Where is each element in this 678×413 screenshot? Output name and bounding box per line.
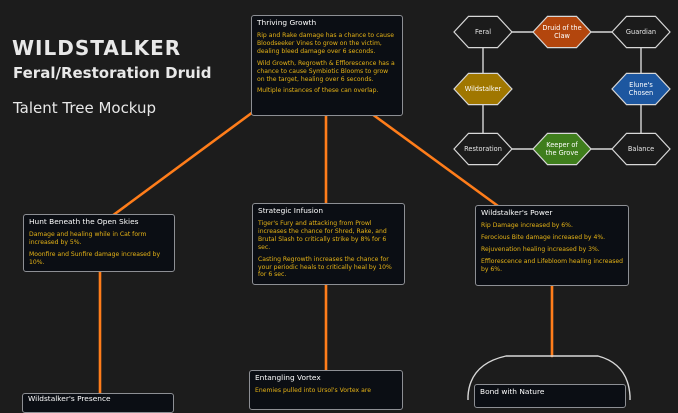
- bond-node-arc: [467, 355, 631, 400]
- hero-spec-node-label: Keeper of: [546, 141, 578, 149]
- talent-card-entangling-vortex[interactable]: Entangling Vortex Enemies pulled into Ur…: [249, 370, 403, 410]
- hero-spec-node-label: Guardian: [626, 28, 656, 36]
- talent-title: Bond with Nature: [480, 387, 545, 396]
- hero-spec-node-wildstalker[interactable]: Wildstalker: [453, 72, 513, 106]
- hero-spec-node-label: Claw: [554, 32, 570, 40]
- hero-spec-node-label: Balance: [628, 145, 654, 153]
- talent-description-line: Efflorescence and Lifebloom healing incr…: [481, 257, 623, 273]
- talent-connectors: [98, 110, 631, 400]
- talent-description-line: Enemies pulled into Ursol's Vortex are: [255, 387, 371, 394]
- hero-spec-node-label: Elune's: [629, 81, 653, 89]
- talent-description-line: Casting Regrowth increases the chance fo…: [258, 255, 392, 279]
- hex-shape: [453, 72, 513, 106]
- talent-card-wildstalkers-power[interactable]: Wildstalker's Power Rip Damage increased…: [475, 205, 629, 286]
- talent-description-line: Ferocious Bite damage increased by 4%.: [481, 233, 606, 241]
- hex-shape: [611, 15, 671, 49]
- hero-spec-node-label: Druid of the: [542, 24, 581, 32]
- mockup-label: Talent Tree Mockup: [13, 99, 157, 117]
- hero-spec-node-label: Feral: [475, 28, 491, 36]
- talent-title: Strategic Infusion: [258, 206, 324, 215]
- connector-thriving-to-hunt: [110, 110, 255, 218]
- hero-spec-node-feral[interactable]: Feral: [453, 15, 513, 49]
- hero-spec-node-balance[interactable]: Balance: [611, 132, 671, 166]
- talent-description-line: Rejuvenation healing increased by 3%.: [481, 245, 600, 253]
- talent-card-thriving-growth[interactable]: Thriving Growth Rip and Rake damage has …: [251, 15, 403, 116]
- hero-spec-node-label: the Grove: [546, 149, 579, 157]
- talent-description-line: Multiple instances of these can overlap.: [257, 87, 379, 95]
- talent-title: Thriving Growth: [257, 18, 317, 27]
- hex-shape: [611, 132, 671, 166]
- talent-description-line: Moonfire and Sunfire damage increased by…: [29, 250, 161, 266]
- talent-title: Wildstalker's Power: [481, 208, 553, 217]
- talent-title: Wildstalker's Presence: [28, 394, 111, 403]
- talent-card-bond-with-nature[interactable]: Bond with Nature: [474, 384, 626, 408]
- hex-shape: [532, 15, 592, 49]
- hero-spec-node-guardian[interactable]: Guardian: [611, 15, 671, 49]
- page-title: WILDSTALKER: [12, 36, 182, 60]
- talent-description-line: Tiger's Fury and attacking from Prowl in…: [258, 220, 387, 251]
- connector-thriving-to-wildstalkers-power: [370, 112, 500, 208]
- hero-spec-node-label: Restoration: [464, 145, 502, 153]
- hex-shape: [453, 132, 513, 166]
- talent-title: Hunt Beneath the Open Skies: [29, 217, 139, 226]
- hero-spec-node-label: Wildstalker: [465, 85, 502, 93]
- talent-card-hunt-beneath-open-skies[interactable]: Hunt Beneath the Open Skies Damage and h…: [23, 214, 175, 272]
- talent-description-line: Damage and healing while in Cat form inc…: [29, 231, 147, 246]
- talent-card-strategic-infusion[interactable]: Strategic Infusion Tiger's Fury and atta…: [252, 203, 405, 285]
- hex-shape: [453, 15, 513, 49]
- hero-spec-node-restoration[interactable]: Restoration: [453, 132, 513, 166]
- page-subtitle: Feral/Restoration Druid: [13, 64, 212, 82]
- talent-description-line: Rip and Rake damage has a chance to caus…: [257, 32, 394, 55]
- talent-title: Entangling Vortex: [255, 373, 321, 382]
- talent-card-wildstalkers-presence[interactable]: Wildstalker's Presence: [22, 393, 174, 413]
- hero-spec-node-label: Chosen: [629, 89, 654, 97]
- hex-shape: [611, 72, 671, 106]
- talent-description-line: Wild Growth, Regrowth & Efflorescence ha…: [257, 59, 395, 83]
- talent-description-line: Rip Damage increased by 6%.: [481, 222, 573, 229]
- hex-shape: [532, 132, 592, 166]
